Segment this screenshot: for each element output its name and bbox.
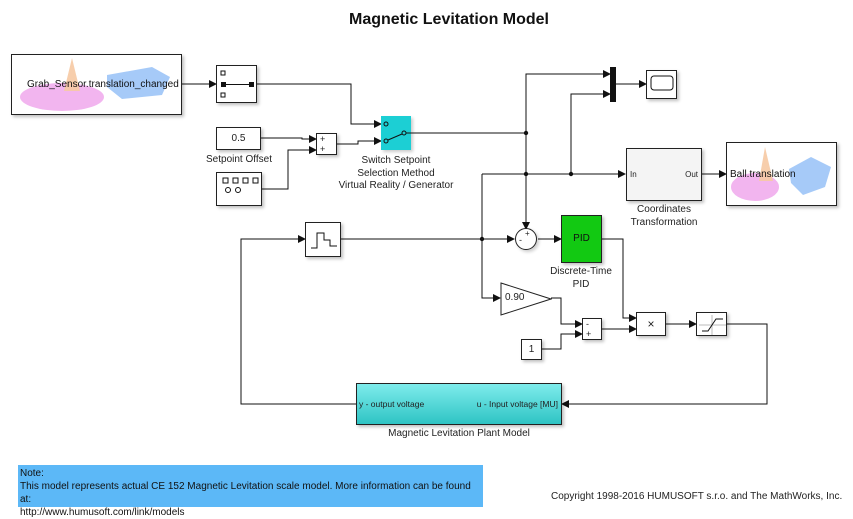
pid-text: PID <box>573 233 590 244</box>
coordinates-transformation-label: Coordinates Transformation <box>614 204 714 229</box>
coord-label-line: Transformation <box>630 216 698 228</box>
wire-offset-to-sum1 <box>261 135 317 143</box>
gain-block[interactable]: 0.90 <box>500 282 552 316</box>
switch-label: Switch Setpoint Selection Method Virtual… <box>326 155 466 193</box>
setpoint-offset-value: 0.5 <box>231 133 246 144</box>
wire-to-mux-top <box>525 70 611 133</box>
vr-sensor-label: Grab_Sensor.translation_changed <box>27 79 179 90</box>
saturation-block[interactable] <box>696 312 727 336</box>
note-line: Note: <box>20 468 44 479</box>
note-line: This model represents actual CE 152 Magn… <box>20 481 471 505</box>
note-annotation: Note: This model represents actual CE 15… <box>18 465 483 518</box>
product-block[interactable]: × <box>636 312 666 336</box>
switch-icon <box>383 121 411 144</box>
switch-label-line: Virtual Reality / Generator <box>338 180 454 191</box>
gain-value: 0.90 <box>505 292 525 303</box>
coordinates-transformation-block[interactable]: In Out <box>626 148 702 201</box>
constant-block[interactable]: 1 <box>521 339 542 360</box>
plant-output-port-label: y - output voltage <box>359 399 425 409</box>
sum-sign: + <box>525 229 530 238</box>
sum-sign: - <box>586 319 589 329</box>
scope-block[interactable] <box>646 70 677 99</box>
sum-sign: + <box>320 144 326 154</box>
pid-label-line: Discrete-Time <box>550 266 612 277</box>
branch-point <box>523 130 529 136</box>
sum-block-gain[interactable]: - + <box>582 318 602 340</box>
switch-label-line: Selection Method <box>357 167 435 179</box>
wire-feedback-mux <box>570 90 611 174</box>
setpoint-offset-block[interactable]: 0.5 <box>216 127 261 150</box>
sum-block-setpoint[interactable]: + + <box>316 133 337 155</box>
gain-triangle-icon <box>500 282 552 316</box>
sum-sign: + <box>586 329 592 339</box>
wire-gain-to-sum2 <box>551 297 583 328</box>
plant-label: Magnetic Levitation Plant Model <box>388 428 530 439</box>
selector-icon <box>220 70 254 98</box>
zero-order-hold-block[interactable] <box>305 222 341 257</box>
wire-selector-to-switch <box>257 83 382 128</box>
zero-order-hold-icon <box>311 232 337 249</box>
magnetic-levitation-plant-block[interactable]: y - output voltage u - Input voltage [MU… <box>356 383 562 425</box>
copyright-text: Copyright 1998-2016 HUMUSOFT s.r.o. and … <box>551 491 843 502</box>
wire-generator-to-sum1 <box>262 146 317 190</box>
vr-sink-icon <box>20 58 170 111</box>
vr-sink-icon <box>731 147 831 201</box>
vr-ball-block[interactable]: Ball.translation <box>726 142 837 206</box>
constant-value: 1 <box>528 344 535 355</box>
switch-label-line: Switch Setpoint <box>361 155 431 166</box>
pid-label: Discrete-Time PID <box>540 266 622 291</box>
signal-generator-icon <box>222 177 259 193</box>
branch-point <box>568 171 574 177</box>
sum-sign: + <box>320 134 326 144</box>
scope-icon <box>650 75 674 91</box>
wire-plant-to-zoh <box>240 235 356 405</box>
manual-switch-block[interactable] <box>381 116 411 150</box>
pid-label-line: PID <box>572 278 590 290</box>
diagram-title: Magnetic Levitation Model <box>348 11 549 28</box>
coord-label-line: Coordinates <box>637 204 691 215</box>
wire-sat-to-plant <box>561 323 768 408</box>
vr-ball-label: Ball.translation <box>730 169 796 180</box>
discrete-pid-block[interactable]: PID <box>561 215 602 263</box>
wire-const-to-sum2 <box>542 330 583 350</box>
in-port-label: In <box>630 170 637 179</box>
setpoint-offset-label: Setpoint Offset <box>206 154 272 165</box>
sum-block-error[interactable]: + - <box>515 228 537 250</box>
branch-point <box>479 236 485 242</box>
selector-block[interactable] <box>216 65 257 103</box>
sum-sign: - <box>519 235 522 245</box>
saturation-icon <box>699 315 726 335</box>
plant-input-port-label: u - Input voltage [MU] <box>476 399 558 409</box>
product-symbol: × <box>647 317 655 331</box>
wire-to-gain <box>481 239 501 302</box>
wire-sum1-to-switch <box>337 137 382 145</box>
vr-sensor-block[interactable]: Grab_Sensor.translation_changed <box>11 54 182 115</box>
mux-block[interactable] <box>610 67 616 102</box>
wire-pid-to-product <box>602 238 637 322</box>
signal-generator-block[interactable] <box>216 172 262 206</box>
out-port-label: Out <box>685 170 698 179</box>
branch-point <box>523 171 529 177</box>
note-link[interactable]: http://www.humusoft.com/link/models <box>20 507 185 518</box>
